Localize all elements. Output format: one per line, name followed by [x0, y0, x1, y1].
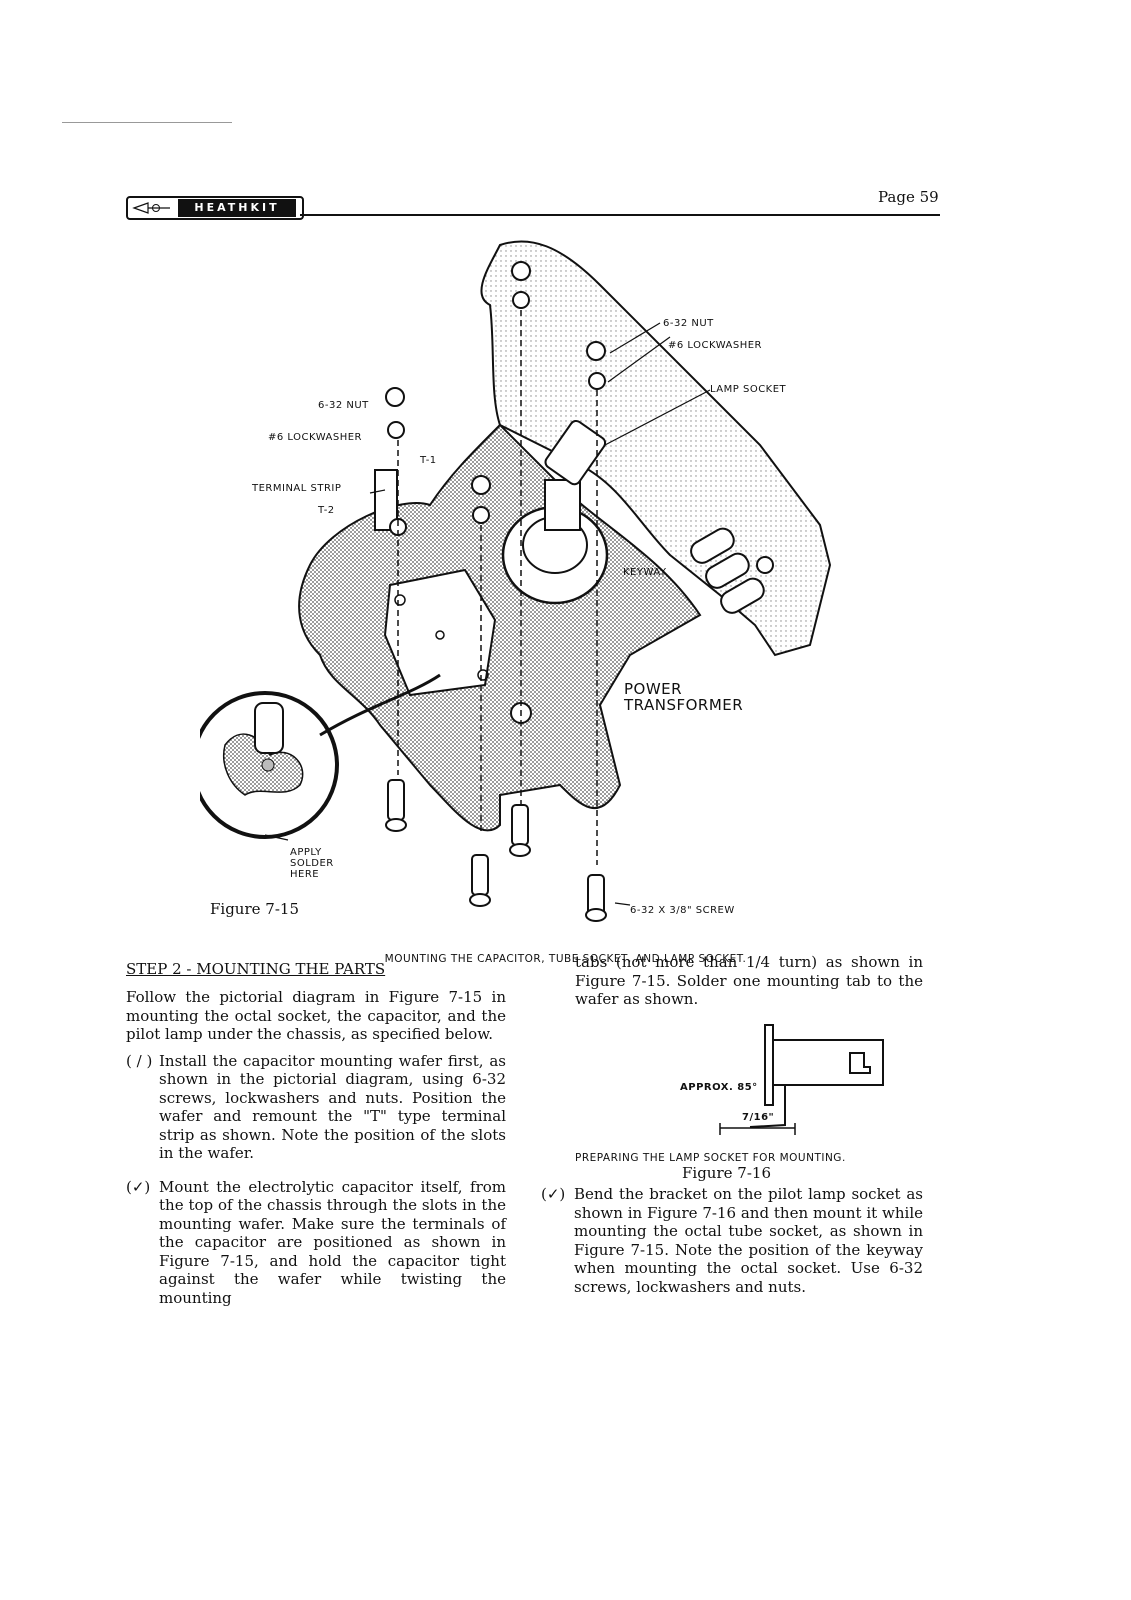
intro-paragraph: Follow the pictorial diagram in Figure 7…	[126, 988, 506, 1043]
page-number: Page 59	[878, 188, 939, 206]
figure-7-15-label: Figure 7-15	[210, 900, 299, 918]
label-nut-left: 6-32 NUT	[318, 400, 369, 411]
label-approx-85: APPROX. 85°	[680, 1082, 758, 1093]
label-t1: T-1	[420, 455, 437, 466]
step-item-3: (✓) Bend the bracket on the pilot lamp s…	[541, 1185, 923, 1296]
figure-7-16-caption: PREPARING THE LAMP SOCKET FOR MOUNTING.	[575, 1152, 846, 1164]
label-keyway: KEYWAY	[623, 567, 667, 578]
label-t2: T-2	[318, 505, 335, 516]
right-column-item: (✓) Bend the bracket on the pilot lamp s…	[541, 1185, 923, 1296]
scan-artifact-line	[62, 122, 232, 123]
step-item-1: ( / ) Install the capacitor mounting waf…	[126, 1052, 506, 1163]
left-column: Follow the pictorial diagram in Figure 7…	[126, 988, 506, 1307]
label-solder: SOLDER	[290, 858, 334, 869]
label-lockwasher-right: #6 LOCKWASHER	[668, 340, 763, 351]
step-item-2: (✓) Mount the electrolytic capacitor its…	[126, 1178, 506, 1308]
step-item-3-text: Bend the bracket on the pilot lamp socke…	[574, 1185, 923, 1296]
checkbox-item-3[interactable]: (✓)	[541, 1185, 566, 1203]
label-lamp-socket: LAMP SOCKET	[710, 384, 787, 395]
chassis-side-plate	[480, 240, 832, 657]
label-here: HERE	[290, 869, 320, 880]
lamp-socket	[544, 419, 607, 486]
label-screw: 6-32 X 3/8" SCREW	[630, 905, 735, 916]
label-apply: APPLY	[290, 847, 322, 858]
terminal-strip	[374, 469, 398, 531]
label-power: POWER	[624, 680, 683, 698]
heathkit-logo: HEATHKIT	[126, 196, 304, 220]
label-transformer: TRANSFORMER	[624, 696, 744, 714]
label-dimension: 7/16"	[742, 1112, 775, 1123]
label-apply-solder-here: APPLY SOLDER HERE	[290, 847, 334, 880]
figure-7-15-caption: MOUNTING THE CAPACITOR, TUBE SOCKET, AND…	[384, 953, 747, 965]
label-nut-right: 6-32 NUT	[663, 318, 714, 329]
step-item-1-text: Install the capacitor mounting wafer fir…	[159, 1051, 506, 1163]
logo-emblem-icon	[132, 202, 170, 214]
figure-7-16-label: Figure 7-16	[682, 1164, 771, 1182]
label-terminal-strip: TERMINAL STRIP	[252, 483, 342, 494]
capacitor-wafer	[383, 568, 497, 697]
label-lockwasher-left: #6 LOCKWASHER	[268, 432, 363, 443]
checkbox-item-1[interactable]: ( / )	[126, 1051, 153, 1070]
logo-wordmark: HEATHKIT	[178, 199, 296, 217]
figure-7-16-diagram	[719, 1024, 884, 1135]
checkbox-item-2[interactable]: (✓)	[126, 1177, 151, 1196]
step-title: STEP 2 - MOUNTING THE PARTS	[126, 960, 386, 978]
step-item-2-text: Mount the electrolytic capacitor itself,…	[159, 1177, 506, 1307]
step-item-2-continued: tabs (not more than 1/4 turn) as shown i…	[575, 953, 923, 1008]
header-rule	[300, 214, 940, 216]
transformer-terminals	[690, 527, 774, 614]
figure-7-15-diagram	[200, 240, 832, 922]
